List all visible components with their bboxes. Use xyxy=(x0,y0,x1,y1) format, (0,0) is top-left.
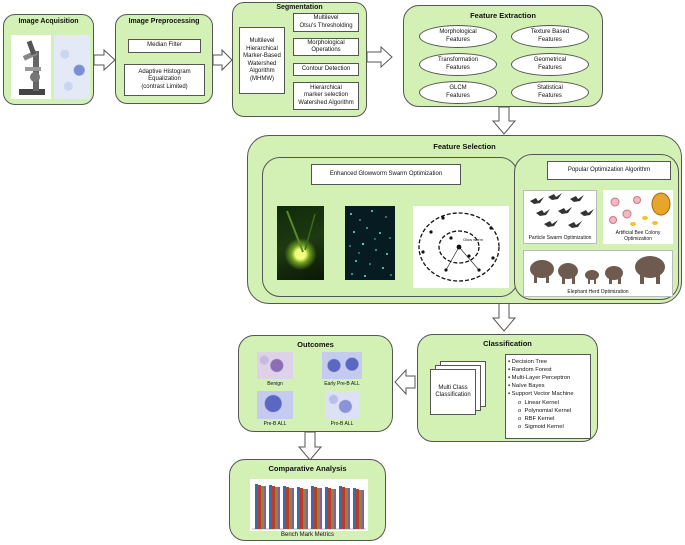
microscope-image xyxy=(11,35,51,99)
pro-b-label: Pro-B ALL xyxy=(330,421,354,427)
abc-label: Artificial Bee Colony Optimization xyxy=(615,230,661,242)
pro-b-cell-image xyxy=(325,391,359,419)
outcomes-title: Outcomes xyxy=(297,340,334,349)
image-acquisition-title: Image Acquisition xyxy=(18,18,79,25)
median-filter-box: Median Filter xyxy=(128,39,201,53)
classifier-item: ▪ Multi-Layer Perceptron xyxy=(508,375,571,382)
kernel-item: o RBF Kernel xyxy=(518,415,555,422)
early-pre-b-cell-image xyxy=(322,352,362,379)
arrow-seg-to-fe xyxy=(366,45,393,69)
eho-label: Elephant Herd Optimization xyxy=(567,289,629,295)
glow-worm-label: Glow worm xyxy=(463,237,484,242)
image-preprocessing-title: Image Preprocessing xyxy=(128,18,200,25)
classification-title: Classification xyxy=(483,339,532,348)
pso-birds-image: Particle Swarm Optimization xyxy=(523,190,597,244)
arrow-acq-to-pre xyxy=(93,48,116,72)
arrow-cls-to-out xyxy=(394,368,416,396)
egso-title-box: Enhanced Glowworm Swarm Optimization xyxy=(311,164,461,185)
classifier-item: ▪ Random Forest xyxy=(508,367,552,374)
glowworm-neighborhood-diagram: Glow worm xyxy=(413,206,509,288)
otsu-box: Multilevel Otsu's Thresholding xyxy=(293,13,359,32)
popular-title-box: Popular Optimization Algorithm xyxy=(547,161,671,180)
abc-bees-image: Artificial Bee Colony Optimization xyxy=(603,190,673,244)
segmentation-panel: Segmentation Multilevel Hierarchical Mar… xyxy=(232,2,367,117)
kernel-item: o Polynomial Kernel xyxy=(518,407,572,414)
classifier-item: ▪ Support Vector Machine xyxy=(508,391,574,398)
comparative-analysis-panel: Comparative Analysis Bench Mark Metrics xyxy=(229,459,386,541)
outcomes-panel: Outcomes Benign Early Pre-B ALL Pre-B AL… xyxy=(238,335,393,432)
feature-extraction-title: Feature Extraction xyxy=(470,11,536,20)
contour-detection-box: Contour Detection xyxy=(293,63,359,76)
blood-smear-image xyxy=(54,35,90,99)
arrow-out-to-comp xyxy=(297,431,323,461)
pso-label: Particle Swarm Optimization xyxy=(528,235,592,241)
benign-cell-image xyxy=(257,352,293,379)
glowworm-photo xyxy=(277,206,324,280)
multi-class-box: Multi Class Classification xyxy=(430,369,476,415)
classifier-list: ▪ Decision Tree ▪ Random Forest ▪ Multi-… xyxy=(508,358,588,431)
morphological-operations-box: Morphological Operations xyxy=(293,38,359,56)
kernel-item: o Sigmoid Kernel xyxy=(518,423,564,430)
glowworm-swarm-dots xyxy=(345,206,395,280)
image-acquisition-panel: Image Acquisition xyxy=(3,14,94,105)
arrow-pre-to-seg xyxy=(212,48,233,72)
feature-selection-panel: Feature Selection Enhanced Glowworm Swar… xyxy=(247,135,682,304)
benchmark-bars-image xyxy=(250,479,368,531)
classifier-list-box: ▪ Decision Tree ▪ Random Forest ▪ Multi-… xyxy=(505,354,591,439)
benign-label: Benign xyxy=(267,381,283,387)
classifier-item: ▪ Decision Tree xyxy=(508,359,548,365)
classifier-item: ▪ Naïve Bayes xyxy=(508,383,545,390)
pre-b-cell-image xyxy=(257,391,293,419)
classification-panel: Classification Multi Class Classificatio… xyxy=(417,334,598,442)
popular-algorithms-subpanel: Popular Optimization Algorithm Particle … xyxy=(514,154,679,300)
arrow-fe-to-fs xyxy=(491,106,517,135)
early-pre-b-label: Early Pre-B ALL xyxy=(324,381,360,387)
comparative-analysis-title: Comparative Analysis xyxy=(268,464,347,473)
eho-elephants-image: Elephant Herd Optimization xyxy=(523,250,673,297)
mhmw-box: Multilevel Hierarchical Marker-Based Wat… xyxy=(239,27,285,94)
kernel-item: o Linear Kernel xyxy=(518,399,559,406)
feature-selection-title: Feature Selection xyxy=(433,142,496,151)
adaptive-histogram-box: Adaptive Histogram Equalization (contras… xyxy=(124,64,205,96)
segmentation-title: Segmentation xyxy=(276,4,323,11)
image-preprocessing-panel: Image Preprocessing Median Filter Adapti… xyxy=(115,14,213,104)
bench-mark-caption: Bench Mark Metrics xyxy=(280,532,334,538)
pre-b-label: Pre-B ALL xyxy=(263,421,287,427)
arrow-fs-to-cls xyxy=(491,302,517,332)
egso-subpanel: Enhanced Glowworm Swarm Optimization xyxy=(262,157,518,297)
hierarchical-marker-box: Hierarchical marker selection Watershed … xyxy=(293,82,359,110)
